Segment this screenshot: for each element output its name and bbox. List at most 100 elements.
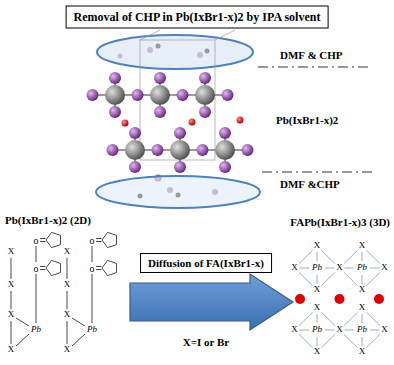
illustration-part	[262, 171, 372, 172]
illustration-part	[199, 106, 211, 118]
title-box: Removal of CHP in Pb(IxBr1-x)2 by IPA so…	[66, 6, 329, 29]
atom-label: X	[8, 247, 15, 257]
atom-label: X	[64, 310, 71, 320]
atom-label: X	[359, 303, 366, 313]
illustration-part	[242, 144, 254, 156]
illustration-part	[197, 144, 209, 156]
illustration-part	[176, 193, 181, 198]
illustration-part	[177, 89, 189, 101]
illustration-part	[130, 274, 293, 330]
illustration-part	[132, 89, 144, 101]
illustration-part	[344, 250, 380, 286]
illustration-part	[67, 321, 68, 344]
atom-label: Pb	[87, 325, 97, 335]
illustration-part	[11, 321, 12, 344]
atom-label: X	[8, 280, 15, 290]
atom-label: X	[359, 285, 366, 295]
illustration-part	[189, 119, 196, 126]
illustration-part	[219, 127, 231, 139]
illustration-part	[67, 258, 68, 279]
layer-label: DMF &CHP	[280, 178, 340, 190]
atom-label: X	[359, 241, 366, 251]
illustration-part	[140, 40, 215, 160]
illustration-part	[174, 161, 186, 173]
atom-label: X	[64, 247, 71, 257]
illustration-part	[87, 89, 99, 101]
layer-label: Pb(IxBr1-x)2	[276, 114, 338, 126]
atom-label: Pb	[312, 263, 322, 273]
illustration-part	[93, 78, 248, 167]
atom-label: o	[34, 235, 39, 246]
illustration-part	[154, 72, 166, 84]
atom-label: X	[64, 345, 71, 355]
illustration-part	[40, 266, 46, 267]
layer-label: DMF & CHP	[280, 49, 343, 61]
illustration-part	[295, 294, 305, 304]
atom-label: X	[336, 263, 343, 273]
atom-label: X	[359, 347, 366, 357]
illustration-part	[118, 54, 123, 59]
illustration-part	[219, 161, 231, 173]
illustration-part	[154, 106, 166, 118]
illustration-part	[67, 291, 68, 309]
illustration-part	[96, 269, 102, 270]
illustration-part	[67, 232, 117, 346]
illustration-part	[147, 47, 153, 53]
illustration-part	[11, 258, 12, 279]
illustration-part	[72, 318, 85, 326]
illustration-part	[40, 238, 46, 239]
illustration-part	[195, 85, 215, 105]
atom-label: X	[8, 345, 15, 355]
atom-label: o	[90, 235, 95, 246]
illustration-part	[16, 318, 29, 326]
illustration-part	[150, 85, 170, 105]
illustration-part	[11, 232, 61, 346]
atom-label: X	[314, 241, 321, 251]
illustration-part	[96, 241, 102, 242]
atom-label: X	[381, 325, 388, 335]
illustration-part	[36, 274, 37, 323]
illustration-part	[152, 144, 164, 156]
atom-label: X	[314, 285, 321, 295]
illustration-part	[40, 241, 46, 242]
illustration-part	[167, 187, 173, 193]
illustration-part	[129, 127, 141, 139]
atom-label: X	[314, 303, 321, 313]
illustration-part	[109, 72, 121, 84]
illustration-part	[129, 161, 141, 173]
atom-label: Pb	[357, 325, 367, 335]
atom-label: X	[314, 347, 321, 357]
illustration-part	[258, 66, 372, 67]
illustration-part	[299, 312, 335, 348]
process-box: Diffusion of FA(IxBr1-x)	[140, 253, 272, 273]
illustration-part	[122, 120, 129, 127]
atom-label: X	[64, 280, 71, 290]
illustration-part	[215, 140, 235, 160]
illustration-part	[96, 266, 102, 267]
illustration-part	[199, 72, 211, 84]
illustration-part	[87, 72, 234, 118]
illustration-part	[96, 238, 102, 239]
atom-label: Pb	[357, 263, 367, 273]
atom-label: X	[291, 263, 298, 273]
illustration-part	[344, 312, 380, 348]
structure-label: FAPb(IxBr1-x)3 (3D)	[290, 216, 390, 228]
atom-label: Pb	[31, 325, 41, 335]
box-text: Diffusion of FA(IxBr1-x)	[148, 257, 264, 269]
illustration-part	[156, 44, 161, 49]
illustration-part	[205, 49, 210, 54]
illustration-part	[138, 194, 143, 199]
illustration-part	[140, 30, 160, 40]
illustration-part	[92, 274, 93, 323]
illustration-part	[212, 189, 218, 195]
illustration-part	[335, 294, 345, 304]
illustration-part	[222, 89, 234, 101]
illustration-part	[174, 127, 186, 139]
illustration-part	[107, 144, 119, 156]
illustration-part	[237, 117, 244, 124]
illustration-part	[109, 106, 121, 118]
illustration-part	[40, 269, 46, 270]
structure-label: Pb(IxBr1-x)2 (2D)	[5, 214, 91, 226]
illustration-part	[72, 334, 85, 346]
atom-label: Pb	[312, 325, 322, 335]
